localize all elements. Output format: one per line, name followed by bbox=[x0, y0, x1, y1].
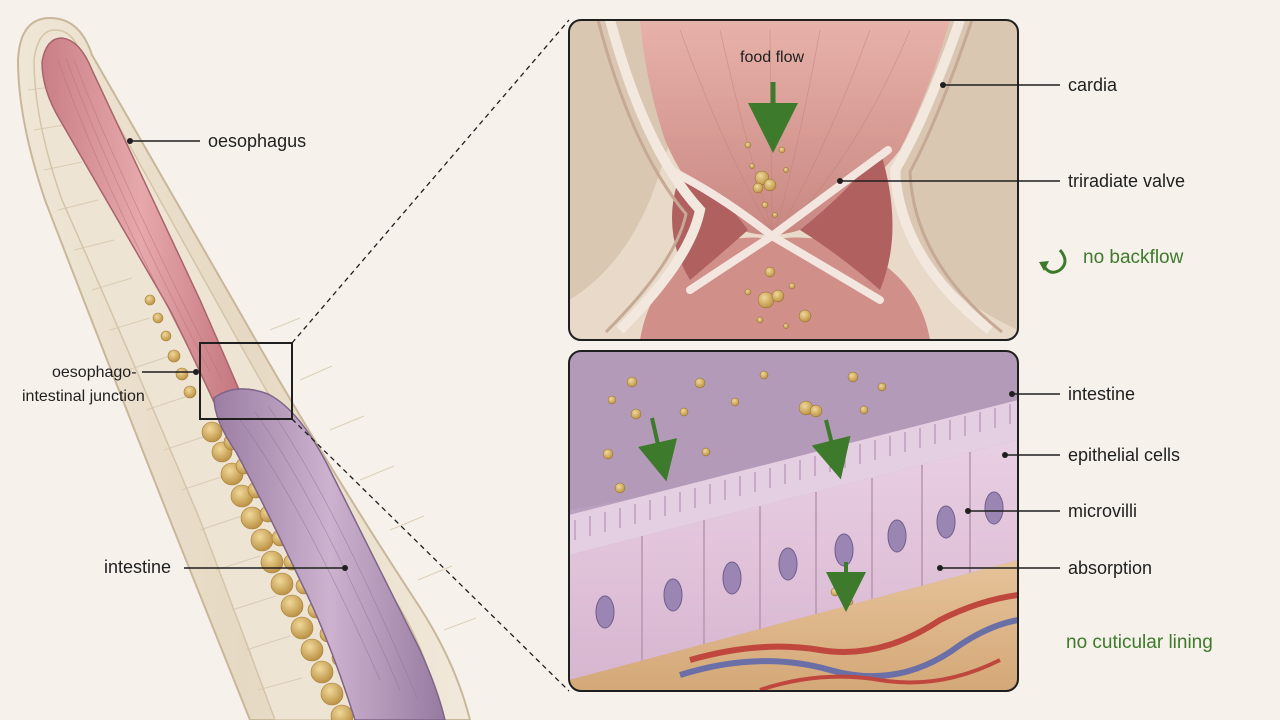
label-no-cuticular-lining: no cuticular lining bbox=[1066, 632, 1213, 653]
label-no-backflow: no backflow bbox=[1083, 247, 1184, 268]
label-intestine-left: intestine bbox=[104, 557, 348, 577]
label-microvilli-text: microvilli bbox=[1068, 501, 1137, 521]
label-intestine-left-text: intestine bbox=[104, 557, 171, 577]
cell-nuclei bbox=[595, 491, 1004, 629]
valve-inset: food flow bbox=[568, 19, 1019, 341]
label-cardia: cardia bbox=[940, 75, 1118, 95]
label-oesophagus-text: oesophagus bbox=[208, 131, 306, 151]
label-absorption-text: absorption bbox=[1068, 558, 1152, 578]
label-junction: oesophago- intestinal junction bbox=[22, 364, 199, 405]
worm-body bbox=[16, 16, 570, 720]
epithelial-cells-row bbox=[569, 452, 971, 680]
absorption-arrow-2 bbox=[811, 419, 851, 480]
label-cardia-text: cardia bbox=[1068, 75, 1118, 95]
intestine-inset bbox=[568, 350, 1019, 692]
label-food-flow: food flow bbox=[740, 49, 804, 66]
junction-box bbox=[199, 342, 293, 420]
label-intestine-right: intestine bbox=[1009, 384, 1135, 404]
label-triradiate-valve: triradiate valve bbox=[837, 171, 1185, 191]
label-microvilli: microvilli bbox=[965, 501, 1137, 521]
label-intestine-right-text: intestine bbox=[1068, 384, 1135, 404]
oesophagus-tube bbox=[41, 37, 241, 403]
backflow-arrow-icon bbox=[1042, 249, 1067, 274]
label-junction-line1: oesophago- bbox=[52, 364, 137, 381]
label-epithelial-cells: epithelial cells bbox=[1002, 445, 1180, 465]
valve-inset-frame bbox=[568, 19, 1019, 341]
no-backflow-note: no backflow bbox=[1039, 247, 1184, 274]
label-junction-line2: intestinal junction bbox=[22, 388, 145, 405]
label-triradiate-valve-text: triradiate valve bbox=[1068, 171, 1185, 191]
label-absorption: absorption bbox=[937, 558, 1152, 578]
absorption-arrow-1 bbox=[638, 417, 678, 482]
label-oesophagus: oesophagus bbox=[127, 131, 306, 151]
label-epithelial-cells-text: epithelial cells bbox=[1068, 445, 1180, 465]
intestine-inset-frame bbox=[568, 350, 1019, 692]
